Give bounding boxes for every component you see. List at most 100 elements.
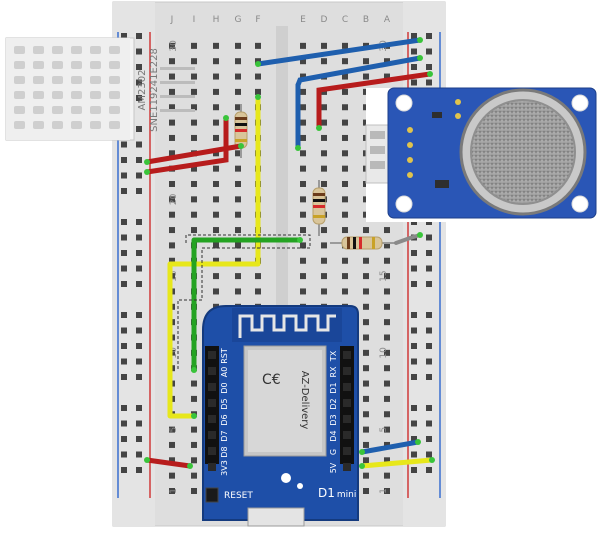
hole bbox=[213, 58, 219, 65]
wemos-antenna-area bbox=[232, 308, 342, 342]
wire-end-cap bbox=[429, 457, 435, 463]
hole bbox=[191, 196, 197, 203]
hole bbox=[363, 227, 369, 234]
hole bbox=[255, 73, 261, 80]
dht-grille bbox=[14, 46, 120, 129]
hole bbox=[235, 104, 241, 111]
wire-blue-bottom bbox=[359, 439, 421, 455]
rail-hole bbox=[136, 420, 142, 427]
rail-hole bbox=[411, 405, 417, 411]
rail-hole bbox=[426, 451, 432, 458]
wemos-pin-label-left: RST bbox=[220, 348, 229, 364]
hole bbox=[363, 457, 369, 464]
hole bbox=[169, 227, 175, 234]
hole bbox=[169, 441, 175, 448]
dht-label-1: AM2302 bbox=[137, 70, 148, 111]
wemos-d1-mini: AZ-Delivery C€ RSTA0D0D5D6D7D83V3TXRXD1D… bbox=[202, 305, 359, 527]
rail-hole bbox=[136, 172, 142, 179]
rail-hole bbox=[411, 281, 417, 287]
wire-red-bottom bbox=[144, 457, 193, 469]
row-number: 15 bbox=[169, 270, 179, 281]
wire-end-cap bbox=[359, 463, 365, 469]
rail-hole bbox=[136, 343, 142, 349]
wire-red-top bbox=[316, 71, 433, 131]
dht-grille-slot bbox=[33, 91, 44, 99]
hole bbox=[191, 134, 197, 141]
rail-hole bbox=[426, 79, 432, 86]
dht-grille-slot bbox=[90, 121, 101, 129]
wire-end-cap bbox=[295, 145, 301, 151]
rail-hole bbox=[136, 312, 142, 318]
hole bbox=[384, 457, 390, 464]
col-letter: G bbox=[235, 15, 242, 25]
wemos-pin-hole bbox=[343, 431, 351, 439]
hole bbox=[300, 227, 306, 234]
rail-hole bbox=[121, 374, 127, 380]
dht-grille-slot bbox=[109, 46, 120, 54]
hole bbox=[384, 73, 390, 80]
wemos-pin-label-right: G bbox=[329, 449, 338, 455]
hole bbox=[342, 288, 348, 295]
rail-hole bbox=[121, 436, 127, 442]
rail-hole bbox=[121, 451, 127, 458]
hole bbox=[300, 288, 306, 295]
reset-button[interactable] bbox=[205, 487, 219, 503]
col-letter: I bbox=[193, 15, 196, 25]
hole bbox=[300, 134, 306, 141]
dht-grille-slot bbox=[71, 91, 82, 99]
rail-hole bbox=[426, 234, 432, 241]
hole bbox=[363, 426, 369, 433]
hole bbox=[255, 273, 261, 280]
hole bbox=[191, 472, 197, 479]
hole bbox=[213, 196, 219, 203]
rail-hole bbox=[411, 436, 417, 442]
wire-end-cap bbox=[238, 143, 244, 149]
hole bbox=[384, 472, 390, 479]
col-letter: J bbox=[170, 15, 174, 25]
hole bbox=[363, 349, 369, 356]
wire-end-cap bbox=[297, 237, 303, 243]
hole bbox=[384, 488, 390, 494]
wire-end-cap bbox=[417, 55, 423, 61]
dht-grille-slot bbox=[52, 46, 63, 54]
rail-hole bbox=[136, 281, 142, 287]
hole bbox=[213, 181, 219, 187]
hole bbox=[235, 196, 241, 203]
wemos-pin-hole bbox=[343, 415, 351, 423]
hole bbox=[213, 73, 219, 80]
mq-mount-hole-bl bbox=[395, 195, 413, 213]
dht-grille-slot bbox=[14, 61, 25, 69]
hole bbox=[300, 73, 306, 80]
rail-hole bbox=[411, 312, 417, 318]
rail-hole bbox=[411, 33, 417, 39]
rail-hole bbox=[121, 234, 127, 241]
hole bbox=[213, 134, 219, 141]
hole bbox=[191, 488, 197, 494]
hole bbox=[235, 211, 241, 218]
dht-grille-slot bbox=[52, 91, 63, 99]
wemos-pin-hole bbox=[208, 383, 216, 391]
rail-hole bbox=[411, 79, 417, 86]
hole bbox=[300, 58, 306, 65]
hole bbox=[213, 273, 219, 280]
dht-grille-slot bbox=[71, 76, 82, 84]
hole bbox=[213, 211, 219, 218]
hole bbox=[384, 334, 390, 341]
wemos-pin-label-right: D2 bbox=[329, 398, 338, 409]
wire-red-dht-2 bbox=[144, 115, 229, 175]
col-letter: A bbox=[384, 15, 391, 25]
mq-mount-hole-tr bbox=[571, 94, 589, 112]
hole bbox=[255, 42, 261, 49]
hole bbox=[363, 334, 369, 341]
rail-hole bbox=[136, 451, 142, 458]
rail-hole bbox=[121, 188, 127, 194]
rail-hole bbox=[426, 327, 432, 334]
hole bbox=[169, 181, 175, 187]
rail-hole bbox=[121, 358, 127, 365]
hole bbox=[384, 257, 390, 264]
wemos-pin-label-right: D1 bbox=[329, 382, 338, 393]
dht-label-2: SNE119241E228 bbox=[149, 48, 160, 132]
hole bbox=[384, 349, 390, 356]
rail-hole bbox=[426, 312, 432, 318]
rail-hole bbox=[136, 126, 142, 132]
